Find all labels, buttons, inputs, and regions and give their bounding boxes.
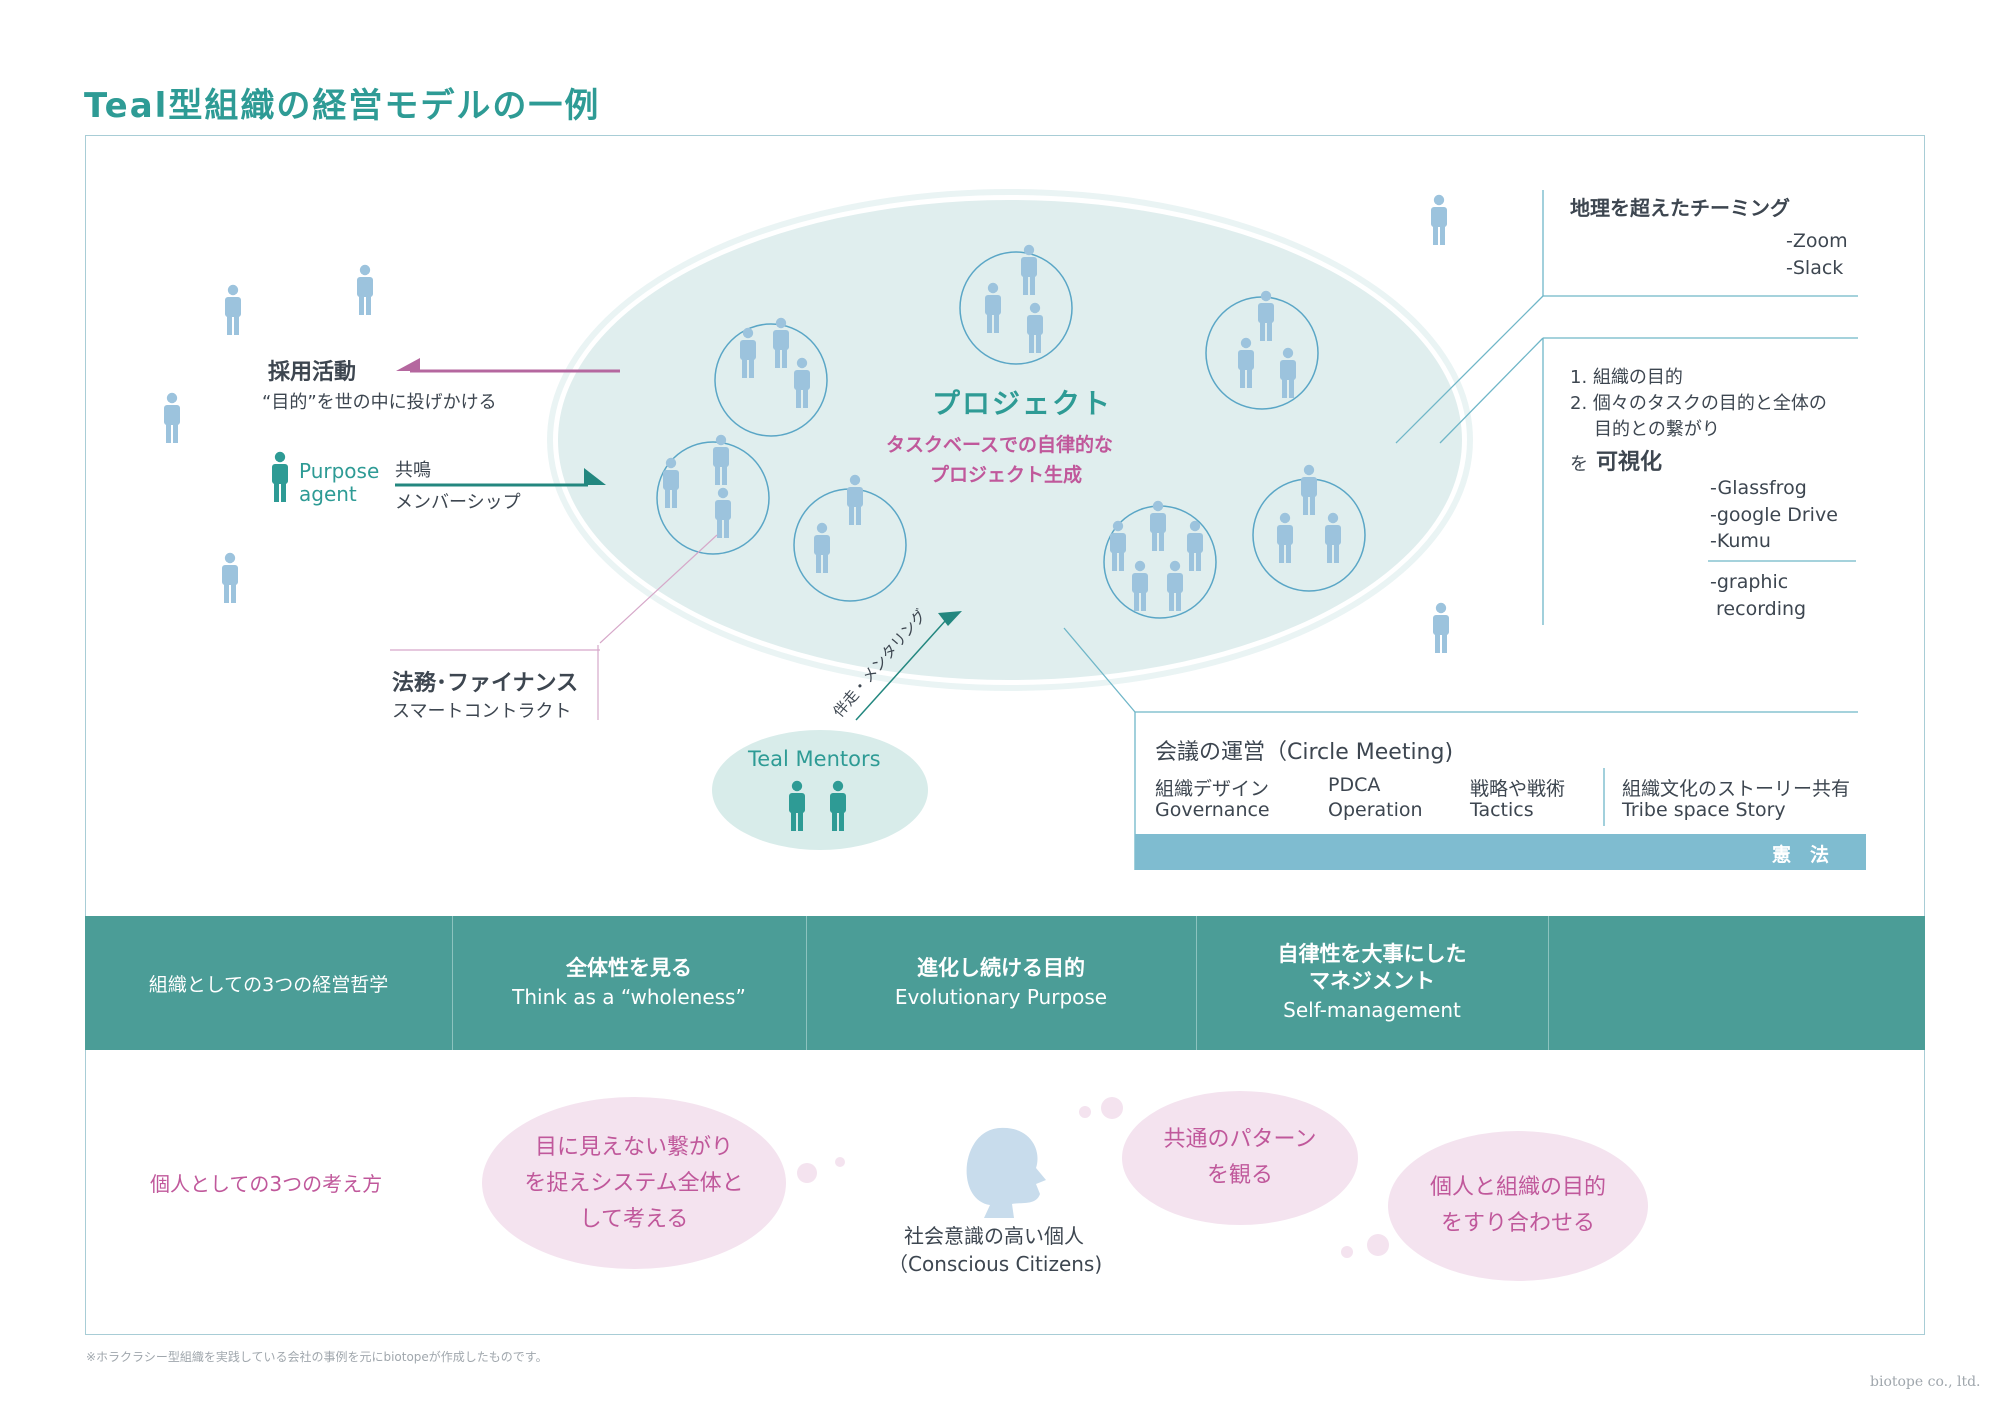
bubble-3-line2: をすり合わせる bbox=[1440, 1211, 1595, 1236]
meeting-item-story-en: Tribe space Story bbox=[1622, 799, 1786, 821]
team-circle-3 bbox=[1205, 290, 1319, 410]
team-circle-4 bbox=[656, 434, 770, 555]
constitution-label: 憲 法 bbox=[1772, 844, 1830, 866]
diagram-frame bbox=[85, 135, 1925, 1335]
band-divider bbox=[452, 916, 453, 1050]
bubble-2-text: 共通のパターン を観る bbox=[1122, 1122, 1358, 1194]
constitution-bar bbox=[1135, 834, 1866, 870]
visualize-tool-google-drive: -google Drive bbox=[1710, 504, 1838, 526]
purpose-agent-icon bbox=[272, 451, 288, 502]
team-circle-1 bbox=[714, 317, 828, 437]
bubble-2-line1: 共通のパターン bbox=[1163, 1127, 1317, 1152]
meeting-item-tactics-en: Tactics bbox=[1470, 799, 1534, 821]
team-circle-7 bbox=[1252, 464, 1366, 592]
meeting-item-governance-jp: 組織デザイン bbox=[1155, 778, 1270, 800]
philosophy-purpose: 進化し続ける目的 Evolutionary Purpose bbox=[806, 916, 1196, 1050]
band-divider bbox=[1196, 916, 1197, 1050]
meeting-item-tactics-jp: 戦略や戦術 bbox=[1470, 778, 1566, 800]
conscious-citizens-en: （Conscious Citizens) bbox=[888, 1252, 1103, 1276]
philosophy-wholeness-jp: 全体性を見る bbox=[566, 955, 692, 980]
recruiting-title: 採用活動 bbox=[268, 360, 357, 385]
credit: biotope co., ltd. bbox=[1870, 1374, 1981, 1390]
teaming-title: 地理を超えたチーミング bbox=[1570, 196, 1790, 220]
meeting-item-pdca-jp: PDCA bbox=[1328, 774, 1381, 796]
purpose-agent-line1: Purpose bbox=[299, 459, 380, 483]
person-icon bbox=[164, 392, 180, 443]
individual-label: 個人としての3つの考え方 bbox=[150, 1172, 383, 1196]
meeting-item-pdca-en: Operation bbox=[1328, 799, 1423, 821]
bubble-3 bbox=[1388, 1131, 1648, 1281]
visualize-tool-glassfrog: -Glassfrog bbox=[1710, 477, 1807, 499]
footnote: ※ホラクラシー型組織を実践している会社の事例を元にbiotopeが作成したもので… bbox=[86, 1350, 548, 1364]
visualize-emphasis: 可視化 bbox=[1596, 450, 1663, 475]
philosophy-self-management: 自律性を大事にした マネジメント Self-management bbox=[1196, 916, 1548, 1050]
project-subtitle-line1: タスクベースでの自律的な bbox=[886, 434, 1114, 456]
bubble-3-text: 個人と組織の目的 をすり合わせる bbox=[1388, 1170, 1648, 1242]
bubble-2-line2: を観る bbox=[1206, 1163, 1273, 1188]
person-icon bbox=[1433, 602, 1449, 653]
membership-label: メンバーシップ bbox=[395, 492, 521, 513]
band-divider bbox=[806, 916, 807, 1050]
page-title: Teal型組織の経営モデルの一例 bbox=[84, 86, 601, 126]
philosophy-wholeness: 全体性を見る Think as a “wholeness” bbox=[452, 916, 806, 1050]
legal-title: 法務･ファイナンス bbox=[392, 671, 579, 696]
philosophy-purpose-en: Evolutionary Purpose bbox=[894, 984, 1108, 1009]
resonance-label: 共鳴 bbox=[395, 460, 431, 481]
project-title: プロジェクト bbox=[932, 387, 1113, 420]
visualize-extra-line1: -graphic bbox=[1710, 571, 1789, 593]
project-subtitle-line2: プロジェクト生成 bbox=[930, 464, 1083, 486]
philosophy-self-management-jp1: 自律性を大事にした bbox=[1277, 942, 1467, 966]
visualize-line1: 1. 組織の目的 bbox=[1570, 367, 1683, 388]
mentors-ellipse bbox=[712, 730, 928, 850]
team-circle-5 bbox=[793, 474, 907, 602]
bubble-2 bbox=[1122, 1091, 1358, 1225]
person-icon bbox=[225, 284, 241, 335]
teaming-tool-zoom: -Zoom bbox=[1786, 230, 1848, 252]
philosophy-label-cell: 組織としての3つの経営哲学 bbox=[85, 916, 452, 1050]
visualize-line3: 目的との繋がり bbox=[1594, 419, 1720, 440]
philosophy-self-management-en: Self-management bbox=[1283, 998, 1461, 1022]
person-icon bbox=[357, 264, 373, 315]
visualize-wo: を bbox=[1570, 454, 1588, 475]
band-divider bbox=[1548, 916, 1549, 1050]
purpose-agent-line2: agent bbox=[299, 482, 357, 506]
person-icon bbox=[1431, 194, 1447, 245]
bubble-1-line3: して考える bbox=[579, 1207, 689, 1232]
team-circle-6 bbox=[1103, 500, 1217, 619]
head-icon bbox=[966, 1127, 1046, 1218]
conscious-citizens-jp: 社会意識の高い個人 bbox=[904, 1224, 1084, 1248]
recruiting-subtitle: “目的”を世の中に投げかける bbox=[262, 392, 497, 413]
bubble-1-line2: を捉えシステム全体と bbox=[524, 1171, 744, 1196]
meeting-item-story-jp: 組織文化のストーリー共有 bbox=[1622, 778, 1851, 800]
mentors-label: Teal Mentors bbox=[748, 747, 881, 771]
legal-subtitle: スマートコントラクト bbox=[392, 701, 572, 722]
bubble-1-text: 目に見えない繋がり を捉えシステム全体と して考える bbox=[484, 1130, 784, 1238]
bubble-3-line1: 個人と組織の目的 bbox=[1429, 1175, 1606, 1200]
philosophy-wholeness-en: Think as a “wholeness” bbox=[512, 984, 746, 1009]
philosophy-band: 組織としての3つの経営哲学 全体性を見る Think as a “wholene… bbox=[85, 916, 1925, 1050]
philosophy-label: 組織としての3つの経営哲学 bbox=[148, 973, 389, 996]
philosophy-purpose-jp: 進化し続ける目的 bbox=[917, 955, 1085, 980]
meeting-item-governance-en: Governance bbox=[1155, 799, 1270, 821]
visualize-tool-kumu: -Kumu bbox=[1710, 530, 1771, 552]
bubble-1 bbox=[482, 1097, 786, 1269]
visualize-line2: 2. 個々のタスクの目的と全体の bbox=[1570, 393, 1827, 414]
bubble-1-line1: 目に見えない繋がり bbox=[534, 1135, 733, 1160]
visualize-extra-line2: recording bbox=[1710, 598, 1807, 620]
meeting-title: 会議の運営（Circle Meeting) bbox=[1155, 740, 1454, 765]
person-icon bbox=[222, 552, 238, 603]
team-circle-2 bbox=[959, 244, 1073, 365]
teaming-tool-slack: -Slack bbox=[1786, 257, 1844, 279]
philosophy-self-management-jp2: マネジメント bbox=[1309, 969, 1435, 993]
